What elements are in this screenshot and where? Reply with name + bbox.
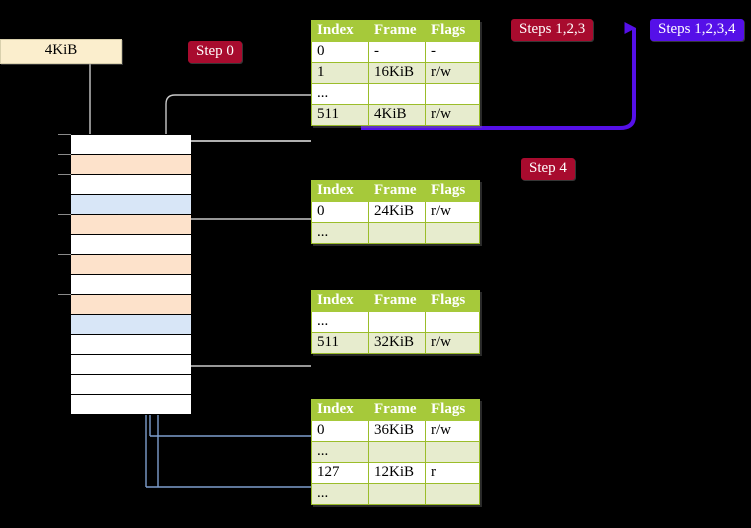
cell-frame: 12KiB [368,462,426,484]
cell-flags: - [425,41,480,63]
cell-frame: 32KiB [368,332,426,354]
cell-index: 511 [311,104,369,126]
memory-tick [58,134,71,135]
column-header-flags: Flags [425,180,480,202]
memory-frame-row [71,135,191,155]
table-row[interactable]: ... [311,83,480,105]
memory-frame-row [71,275,191,295]
memory-frame-row [71,375,191,395]
cell-flags [425,222,480,244]
cell-index: ... [311,441,369,463]
wire-l4-row1 [165,94,311,134]
wire-l2-to-memory [173,314,311,367]
cell-frame: 36KiB [368,420,426,442]
cell-frame [368,83,426,105]
cell-frame: 16KiB [368,62,426,84]
column-header-frame: Frame [368,180,426,202]
cell-frame [368,311,426,333]
cell-index: 127 [311,462,369,484]
cell-index: ... [311,483,369,505]
step-label-steps-1234: Steps 1,2,3,4 [650,19,744,41]
memory-frame-row [71,395,191,415]
wire-l3-to-memory [179,218,311,262]
memory-frame-row [71,215,191,235]
table-row[interactable]: ... [311,311,480,333]
physical-memory-column [70,134,191,415]
cell-index: ... [311,222,369,244]
cell-frame [368,222,426,244]
cell-frame: - [368,41,426,63]
column-header-index: Index [311,20,369,42]
table-row[interactable]: 0-- [311,41,480,63]
column-header-index: Index [311,290,369,312]
size-box-label: 4KiB [44,42,78,58]
memory-frame-row [71,195,191,215]
memory-frame-row [71,255,191,275]
cell-flags: r/w [425,62,480,84]
cell-index: 1 [311,62,369,84]
cell-frame [368,483,426,505]
memory-frame-row [71,155,191,175]
memory-tick [58,174,71,175]
cell-frame: 4KiB [368,104,426,126]
column-header-frame: Frame [368,290,426,312]
step-label-steps-123: Steps 1,2,3 [511,19,594,41]
cell-flags [425,483,480,505]
cell-flags [425,311,480,333]
column-header-frame: Frame [368,399,426,421]
memory-frame-row [71,175,191,195]
cell-index: ... [311,83,369,105]
cell-frame [368,441,426,463]
column-header-frame: Frame [368,20,426,42]
memory-frame-row [71,315,191,335]
cell-flags: r [425,462,480,484]
cell-flags [425,441,480,463]
memory-tick [58,254,71,255]
cell-flags: r/w [425,332,480,354]
step-label-step-4: Step 4 [521,158,575,180]
cell-frame: 24KiB [368,201,426,223]
column-header-index: Index [311,399,369,421]
memory-frame-row [71,355,191,375]
memory-frame-row [71,335,191,355]
table-row[interactable]: ... [311,441,480,463]
table-row[interactable]: ... [311,222,480,244]
memory-frame-row [71,235,191,255]
table-row[interactable]: ... [311,483,480,505]
size-box-4kib: 4KiB [0,39,122,64]
cell-flags: r/w [425,420,480,442]
column-header-index: Index [311,180,369,202]
memory-tick [58,154,71,155]
column-header-flags: Flags [425,290,480,312]
column-header-flags: Flags [425,399,480,421]
cell-index: 0 [311,420,369,442]
wire-memory-top-curve [171,140,311,153]
memory-tick [58,214,71,215]
memory-tick [58,294,71,295]
cell-flags: r/w [425,201,480,223]
cell-index: 0 [311,41,369,63]
cell-flags: r/w [425,104,480,126]
cell-index: 511 [311,332,369,354]
step-label-step-0: Step 0 [188,41,242,63]
cell-flags [425,83,480,105]
cell-index: 0 [311,201,369,223]
column-header-flags: Flags [425,20,480,42]
memory-frame-row [71,295,191,315]
cell-index: ... [311,311,369,333]
